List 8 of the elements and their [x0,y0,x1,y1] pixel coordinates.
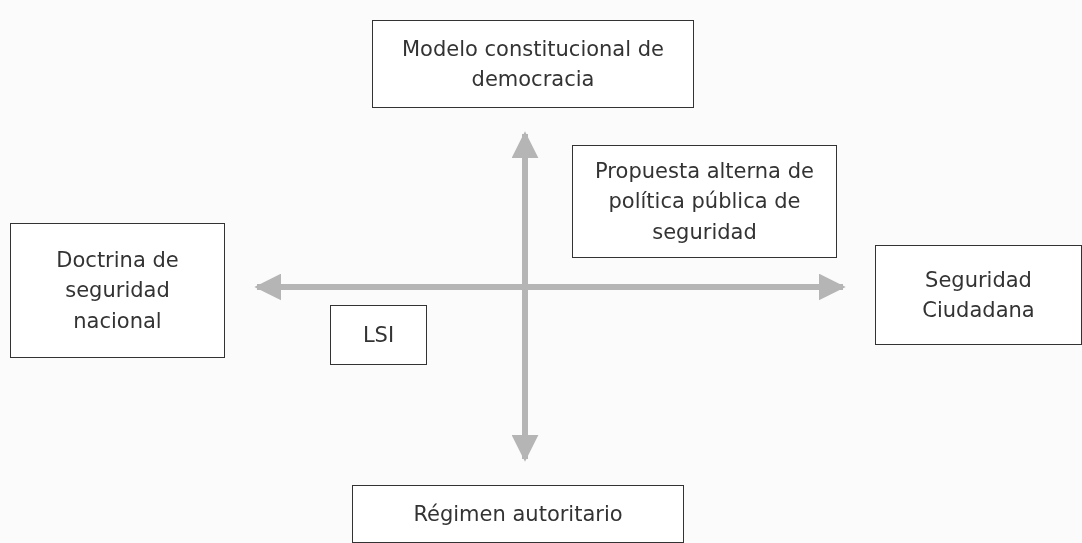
text-box: LSI [330,305,427,365]
text-box: Modelo constitucional de democracia [372,20,694,108]
text-box: Propuesta alterna de política pública de seguridad [572,145,837,258]
text-box: Doctrina de seguridad nacional [10,223,225,358]
text-box: Régimen autoritario [352,485,684,543]
text-box: Seguridad Ciudadana [875,245,1082,345]
double-arrow [254,273,846,301]
double-arrow [511,131,539,462]
